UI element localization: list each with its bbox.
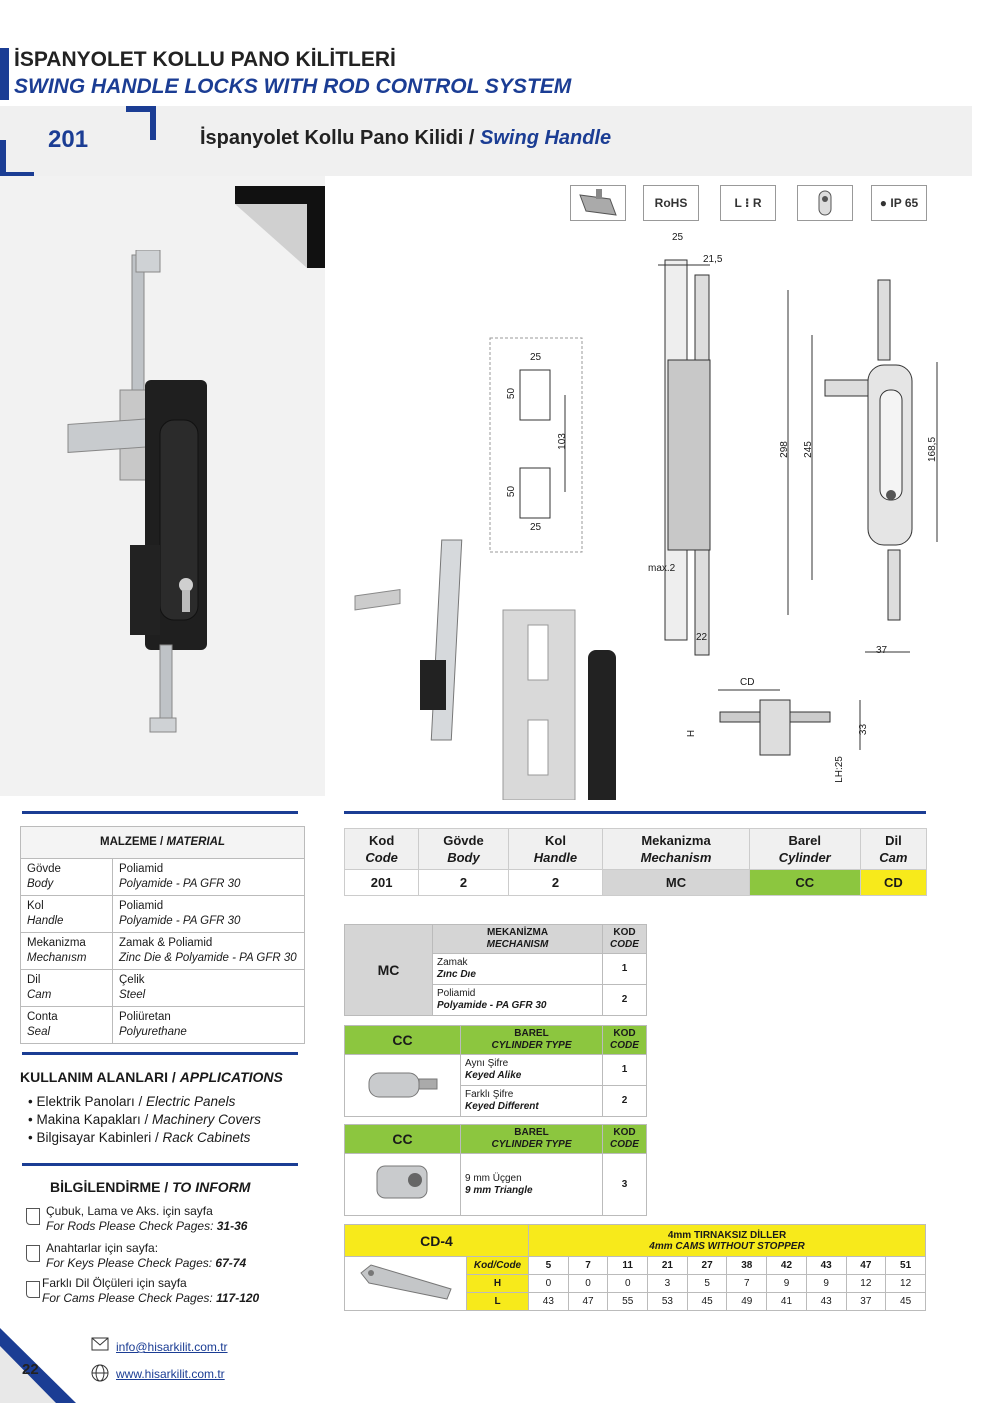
website-link[interactable]: www.hisarkilit.com.tr (116, 1367, 225, 1381)
page-icon (26, 1245, 40, 1262)
dim-side-top: 25 (672, 232, 684, 243)
table-row: 201 2 2 MC CC CD (343, 869, 928, 896)
list-item: • Elektrik Panoları / Electric Panels (28, 1094, 236, 1109)
left-right-icon: L ⁝ R (720, 185, 776, 221)
cylinder-icon (797, 185, 853, 221)
technical-drawing (354, 259, 938, 800)
applications-title: KULLANIM ALANLARI / APPLICATIONS (20, 1069, 283, 1085)
inform-title: BİLGİLENDİRME / TO INFORM (50, 1179, 251, 1195)
page-icon (26, 1281, 40, 1298)
page-corner-icon (0, 1328, 76, 1403)
rohs-icon: RoHS (643, 185, 699, 221)
section-divider (22, 1163, 298, 1166)
email-link[interactable]: info@hisarkilit.com.tr (116, 1340, 228, 1354)
corner-bracket-left-icon (0, 140, 34, 178)
section-divider (344, 811, 926, 814)
cylinder-photo (344, 1054, 461, 1117)
ip65-icon: ● IP 65 (871, 185, 927, 221)
list-item: • Bilgisayar Kabinleri / Rack Cabinets (28, 1130, 251, 1145)
dim-front-245: 245 (802, 441, 814, 458)
page-number: 22 (22, 1361, 39, 1378)
cam-photo (344, 1256, 467, 1311)
header-title-en: SWING HANDLE LOCKS WITH ROD CONTROL SYST… (14, 75, 572, 98)
dim-cam-33: 33 (858, 723, 870, 736)
dim-side-top2: 21,5 (703, 254, 723, 265)
dim-cutout-gap: 103 (556, 433, 568, 450)
dim-cam-cd: CD (740, 677, 755, 688)
dim-side-bottom: 22 (696, 632, 708, 643)
dim-front-37: 37 (876, 645, 888, 656)
lock-product-photo (67, 250, 207, 733)
dim-cutout-h2: 50 (506, 485, 518, 498)
globe-icon (91, 1364, 109, 1382)
cylinder-photo (344, 1153, 461, 1216)
dim-cam-lh: LH:25 (833, 756, 845, 783)
dim-side-max: max.2 (648, 563, 676, 574)
dim-cutout-w2: 25 (530, 522, 542, 533)
dim-front-298: 298 (778, 441, 790, 458)
header-accent-bar (0, 48, 9, 100)
product-title: İspanyolet Kollu Pano Kilidi / Swing Han… (200, 127, 612, 149)
photo-corner-icon (235, 186, 325, 268)
rod-profile-icon (570, 185, 626, 221)
inform-item-keys: Anahtarlar için sayfa:For Keys Please Ch… (46, 1241, 247, 1270)
email-icon (91, 1337, 109, 1351)
page-icon (26, 1208, 40, 1225)
list-item: • Makina Kapakları / Machinery Covers (28, 1112, 261, 1127)
material-header: MALZEME / MATERIAL (20, 826, 305, 859)
header-title-tr: İSPANYOLET KOLLU PANO KİLİTLERİ (14, 48, 396, 71)
corner-bracket-right-icon (126, 106, 156, 140)
dim-cam-h: H (686, 729, 698, 738)
section-divider (22, 811, 298, 814)
product-code: 201 (48, 126, 89, 153)
dim-cutout-w1: 25 (530, 352, 542, 363)
section-divider (22, 1052, 298, 1055)
dim-cutout-h1: 50 (506, 387, 518, 400)
product-title-band (0, 106, 972, 176)
dim-front-1685: 168,5 (927, 436, 939, 463)
